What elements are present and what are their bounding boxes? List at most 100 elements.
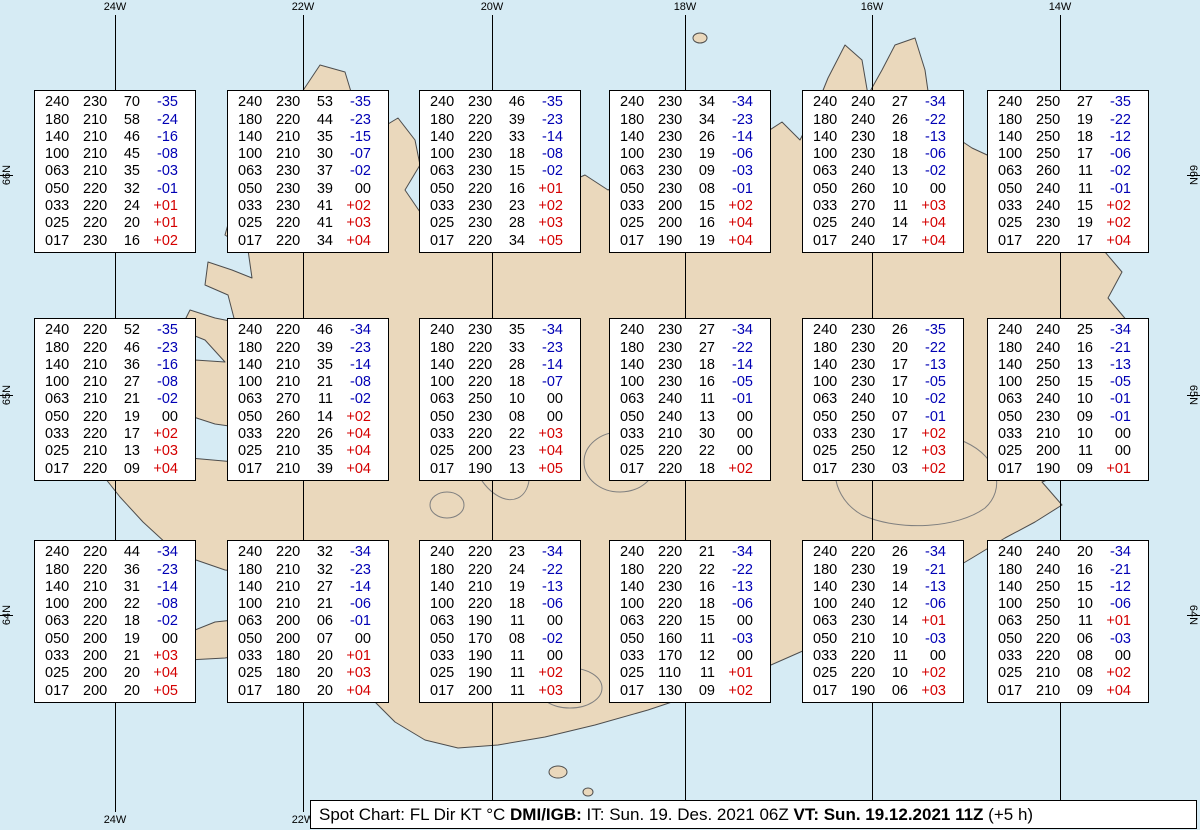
temperature-c: +01 xyxy=(728,665,753,682)
wind-direction: 250 xyxy=(1036,374,1061,391)
temperature-c: -12 xyxy=(1110,578,1131,595)
flight-level: 240 xyxy=(620,94,645,111)
wind-direction: 240 xyxy=(1036,198,1061,215)
latitude-label-right: 66N xyxy=(1187,164,1199,186)
wind-speed-kt: 17 xyxy=(1076,232,1093,249)
caption-legend: Spot Chart: FL Dir KT °C xyxy=(319,804,511,824)
flight-level: 180 xyxy=(998,561,1023,578)
temperature-c: +04 xyxy=(921,232,946,249)
wind-direction: 220 xyxy=(276,215,301,232)
wind-direction: 190 xyxy=(1036,460,1061,477)
flight-level: 180 xyxy=(45,111,70,128)
wind-direction: 220 xyxy=(851,665,876,682)
flight-level: 063 xyxy=(430,613,455,630)
caption-agency: DMI/IGB: xyxy=(510,804,582,824)
wind-direction: 250 xyxy=(1036,111,1061,128)
temperature-c: -22 xyxy=(925,339,946,356)
wind-direction: 220 xyxy=(1036,232,1061,249)
temperature-c: -02 xyxy=(350,391,371,408)
wind-direction: 250 xyxy=(851,408,876,425)
wind-speed-kt: 34 xyxy=(316,232,333,249)
longitude-label-bottom: 22W xyxy=(291,814,315,826)
wind-speed-kt: 10 xyxy=(891,180,908,197)
island-vestmannaeyjar xyxy=(548,765,568,779)
wind-speed-kt: 15 xyxy=(1076,198,1093,215)
wind-direction: 180 xyxy=(276,665,301,682)
wind-speed-kt: 19 xyxy=(1076,215,1093,232)
flight-level: 063 xyxy=(45,391,70,408)
temperature-c: -01 xyxy=(732,391,753,408)
temperature-c: +01 xyxy=(538,180,563,197)
temperature-c: -22 xyxy=(925,111,946,128)
temperature-c: -01 xyxy=(157,180,178,197)
wind-direction: 230 xyxy=(658,322,683,339)
wind-speed-kt: 11 xyxy=(1077,163,1093,180)
temperature-c: -05 xyxy=(732,374,753,391)
flight-level: 240 xyxy=(813,94,838,111)
wind-speed-kt: 07 xyxy=(316,630,333,647)
flight-level: 025 xyxy=(620,665,645,682)
wind-direction: 220 xyxy=(83,215,108,232)
temperature-c: +03 xyxy=(921,443,946,460)
wind-speed-kt: 26 xyxy=(891,322,908,339)
wind-speed-kt: 22 xyxy=(698,561,715,578)
wind-direction: 250 xyxy=(1036,613,1061,630)
glacier-small-outline xyxy=(429,491,465,519)
wind-speed-kt: 19 xyxy=(698,146,715,163)
wind-speed-kt: 11 xyxy=(509,613,525,630)
wind-speed-kt: 30 xyxy=(698,426,715,443)
wind-direction: 220 xyxy=(851,648,876,665)
wind-direction: 230 xyxy=(276,163,301,180)
temperature-c: -21 xyxy=(1110,339,1131,356)
temperature-c: -35 xyxy=(925,322,946,339)
flight-level: 140 xyxy=(430,128,455,145)
wind-direction: 250 xyxy=(851,443,876,460)
wind-direction: 210 xyxy=(276,561,301,578)
wind-direction: 180 xyxy=(276,648,301,665)
temperature-c: 00 xyxy=(546,648,563,665)
wind-speed-kt: 06 xyxy=(891,682,908,699)
wind-direction: 200 xyxy=(658,215,683,232)
temperature-c: +02 xyxy=(728,460,753,477)
flight-level: 100 xyxy=(45,374,70,391)
flight-level: 050 xyxy=(620,180,645,197)
temperature-c: -06 xyxy=(542,596,563,613)
wind-direction: 220 xyxy=(83,322,108,339)
temperature-c: +01 xyxy=(1106,460,1131,477)
flight-level: 025 xyxy=(620,443,645,460)
flight-level: 180 xyxy=(998,339,1023,356)
wind-direction: 230 xyxy=(1036,215,1061,232)
temperature-c: -14 xyxy=(542,356,563,373)
wind-direction: 240 xyxy=(658,391,683,408)
flight-level: 025 xyxy=(813,443,838,460)
temperature-c: -02 xyxy=(157,613,178,630)
temperature-c: +02 xyxy=(921,460,946,477)
temperature-c: -35 xyxy=(157,94,178,111)
temperature-c: +04 xyxy=(728,215,753,232)
wind-speed-kt: 18 xyxy=(1076,128,1093,145)
caption-issue-time: IT: Sun. 19. Des. 2021 06Z xyxy=(581,804,794,824)
latitude-tick xyxy=(0,395,13,396)
temperature-c: -34 xyxy=(542,322,563,339)
wind-speed-kt: 12 xyxy=(891,443,908,460)
flight-level: 063 xyxy=(998,163,1023,180)
wind-direction: 230 xyxy=(468,94,493,111)
wind-direction: 230 xyxy=(468,198,493,215)
chart-caption: Spot Chart: FL Dir KT °C DMI/IGB: IT: Su… xyxy=(310,800,1197,829)
wind-speed-kt: 34 xyxy=(698,94,715,111)
